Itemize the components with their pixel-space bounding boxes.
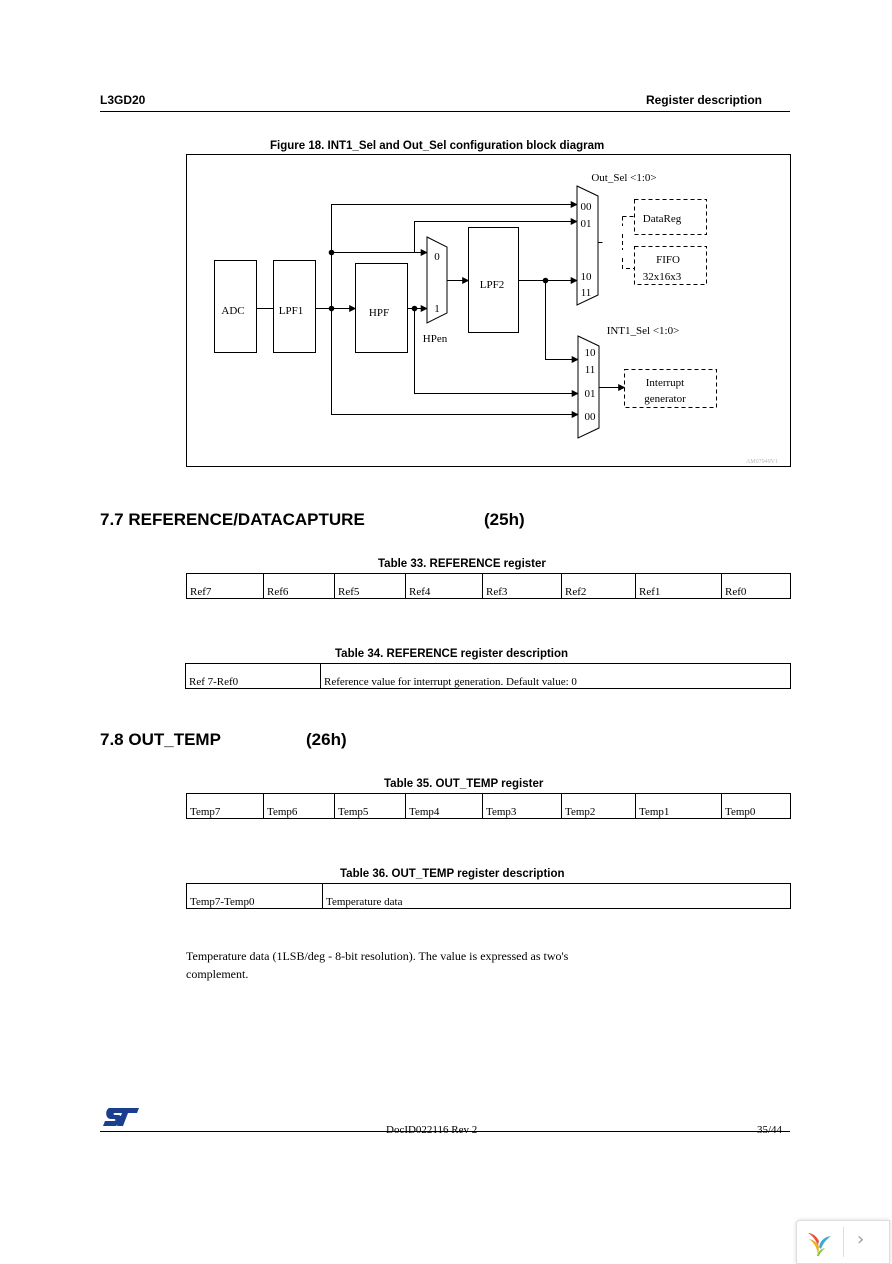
out-sel-in10: 10 <box>581 271 593 283</box>
st-logo <box>103 1108 139 1126</box>
interrupt-label-1: Interrupt <box>646 377 684 389</box>
out-sel-title: Out_Sel <1:0> <box>591 172 656 184</box>
table-row: Temp7 Temp6 Temp5 Temp4 Temp3 Temp2 Temp… <box>186 793 791 819</box>
bit-cell: Ref4 <box>405 573 483 599</box>
footer-rule <box>100 1131 790 1132</box>
table-row: Temp7-Temp0 Temperature data <box>186 883 791 909</box>
next-page-chevron-icon[interactable]: › <box>857 1229 865 1250</box>
adc-block <box>214 260 257 353</box>
field-description-cell: Temperature data <box>322 883 791 909</box>
table35-caption: Table 35. OUT_TEMP register <box>384 778 544 790</box>
nav-separator <box>843 1227 844 1257</box>
datareg-block <box>634 199 707 235</box>
table34-caption: Table 34. REFERENCE register description <box>335 648 569 660</box>
figure-caption: Figure 18. INT1_Sel and Out_Sel configur… <box>270 140 605 152</box>
section-7-8-title: 7.8 OUT_TEMP <box>100 730 221 749</box>
int1-sel-in01: 01 <box>585 388 596 400</box>
bit-cell: Ref0 <box>721 573 791 599</box>
table33-caption: Table 33. REFERENCE register <box>378 558 546 570</box>
adc-label: ADC <box>221 305 244 317</box>
viewer-nav-widget: › <box>796 1220 890 1264</box>
table36-caption: Table 36. OUT_TEMP register description <box>340 868 565 880</box>
doc-part-number: L3GD20 <box>100 93 146 107</box>
hpen-label: HPen <box>423 333 448 345</box>
output-wires <box>598 216 635 269</box>
int1-sel-in11: 11 <box>585 364 596 376</box>
datareg-label: DataReg <box>643 213 682 225</box>
fifo-label-1: FIFO <box>656 254 680 266</box>
reference-description-table: Ref 7-Ref0 Reference value for interrupt… <box>185 663 791 689</box>
out-sel-mux <box>576 185 599 306</box>
out-sel-in01: 01 <box>581 218 592 230</box>
bit-cell: Ref5 <box>334 573 406 599</box>
chapter-title: Register description <box>645 93 762 107</box>
bit-cell: Temp5 <box>334 793 406 819</box>
temperature-note-line1: Temperature data (1LSB/deg - 8-bit resol… <box>186 949 569 963</box>
section-7-8-heading: 7.8 OUT_TEMP (26h) <box>100 730 347 750</box>
fifo-block <box>634 246 707 285</box>
field-name-cell: Temp7-Temp0 <box>186 883 323 909</box>
junction-dot <box>328 249 335 256</box>
bit-cell: Ref2 <box>561 573 636 599</box>
out-sel-in11: 11 <box>581 287 592 299</box>
table-row: Ref 7-Ref0 Reference value for interrupt… <box>185 663 791 689</box>
out-temp-register-table: Temp7 Temp6 Temp5 Temp4 Temp3 Temp2 Temp… <box>186 793 791 819</box>
hp-mux-in0: 0 <box>434 251 440 263</box>
bit-cell: Temp4 <box>405 793 483 819</box>
temperature-note: Temperature data (1LSB/deg - 8-bit resol… <box>186 947 586 983</box>
block-diagram: ADC LPF1 HPF LPF2 0 1 HPen Out_Sel <1:0>… <box>186 154 791 467</box>
diagram-frame <box>186 154 791 467</box>
signal-wires <box>256 201 626 418</box>
bit-cell: Ref3 <box>482 573 562 599</box>
bit-cell: Temp1 <box>635 793 722 819</box>
section-7-7-address: (25h) <box>484 510 525 529</box>
int1-sel-in00: 00 <box>585 411 597 423</box>
int1-sel-in10: 10 <box>585 347 597 359</box>
junction-dot <box>411 305 418 312</box>
bit-cell: Ref1 <box>635 573 722 599</box>
reference-register-table: Ref7 Ref6 Ref5 Ref4 Ref3 Ref2 Ref1 Ref0 <box>186 573 791 599</box>
lpf1-label: LPF1 <box>279 305 303 317</box>
table-row: Ref7 Ref6 Ref5 Ref4 Ref3 Ref2 Ref1 Ref0 <box>186 573 791 599</box>
junction-dot <box>328 305 335 312</box>
field-description-cell: Reference value for interrupt generation… <box>320 663 791 689</box>
bit-cell: Temp2 <box>561 793 636 819</box>
junction-dots <box>328 249 549 312</box>
interrupt-label-2: generator <box>644 393 686 405</box>
bit-cell: Temp0 <box>721 793 791 819</box>
section-7-7-heading: 7.7 REFERENCE/DATACAPTURE (25h) <box>100 510 525 530</box>
fifo-label-2: 32x16x3 <box>643 271 682 283</box>
junction-dot <box>542 277 549 284</box>
int1-sel-title: INT1_Sel <1:0> <box>607 325 680 337</box>
header-rule <box>100 111 790 112</box>
hp-mux-in1: 1 <box>434 303 440 315</box>
int1-sel-mux <box>577 335 600 439</box>
lpf2-label: LPF2 <box>480 279 504 291</box>
page-number: 35/44 <box>757 1124 783 1136</box>
figure-ref-code: AM07949V1 <box>746 459 778 465</box>
lpf1-block <box>273 260 316 353</box>
out-sel-in00: 00 <box>581 201 593 213</box>
bit-cell: Temp3 <box>482 793 562 819</box>
viewer-logo-icon <box>808 1233 831 1256</box>
section-7-8-address: (26h) <box>306 730 347 749</box>
field-name-cell: Ref 7-Ref0 <box>185 663 321 689</box>
section-7-7-title: 7.7 REFERENCE/DATACAPTURE <box>100 510 365 529</box>
hpf-label: HPF <box>369 307 389 319</box>
hp-mux <box>426 236 448 324</box>
bit-cell: Ref7 <box>186 573 264 599</box>
bit-cell: Temp7 <box>186 793 264 819</box>
doc-id: DocID022116 Rev 2 <box>386 1124 478 1136</box>
bit-cell: Ref6 <box>263 573 335 599</box>
out-temp-description-table: Temp7-Temp0 Temperature data <box>186 883 791 909</box>
bit-cell: Temp6 <box>263 793 335 819</box>
temperature-note-line2: complement. <box>186 967 249 981</box>
